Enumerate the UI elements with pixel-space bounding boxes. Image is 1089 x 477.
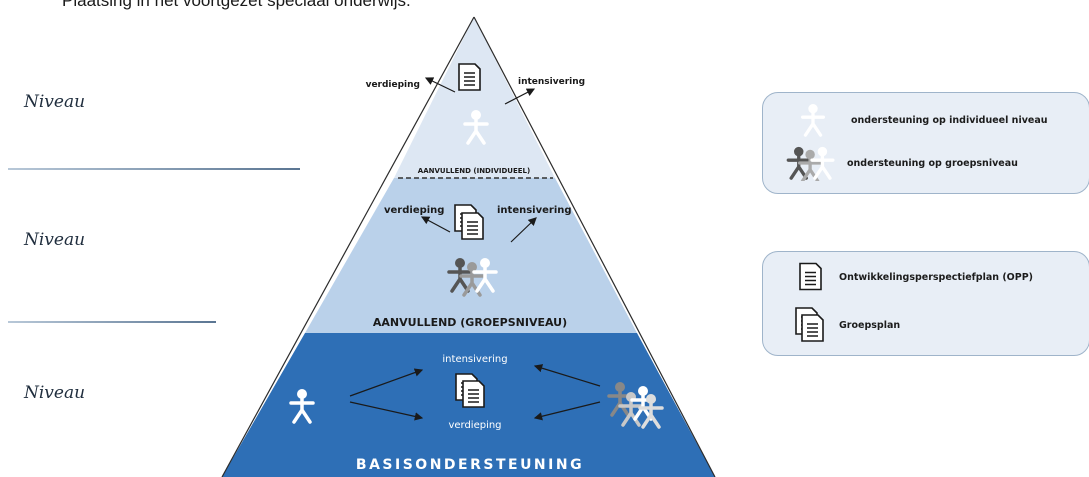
legend-label-individual: ondersteuning op individueel niveau	[851, 114, 1048, 126]
legend-label-groepsplan: Groepsplan	[839, 319, 901, 331]
middle-left-arrow-label: verdieping	[384, 205, 444, 216]
top-document-icon	[458, 63, 481, 91]
level-label-3: Niveau	[24, 383, 86, 403]
legend-support-types: ondersteuning op individueel niveau onde…	[762, 92, 1089, 194]
legend-label-group: ondersteuning op groepsniveau	[847, 157, 1018, 169]
legend-item-groepsplan: Groepsplan	[795, 307, 900, 343]
figure-caption: Plaatsing in het voortgezet speciaal ond…	[62, 0, 411, 10]
bottom-tier-title: BASISONDERSTEUNING	[356, 457, 584, 473]
middle-right-arrow-label: intensivering	[497, 205, 572, 216]
top-left-arrow-label: verdieping	[366, 80, 420, 90]
legend-item-individual: ondersteuning op individueel niveau	[801, 103, 1048, 137]
document-icon	[799, 262, 822, 291]
documents-icon	[795, 307, 824, 342]
bottom-bottom-label: verdieping	[448, 420, 501, 431]
level-label-1: Niveau	[24, 92, 86, 112]
middle-tier	[305, 178, 637, 333]
top-tier	[394, 17, 555, 178]
top-right-arrow-label: intensivering	[518, 77, 585, 87]
level-label-2: Niveau	[24, 230, 86, 250]
level-divider-1	[8, 168, 300, 170]
person-icon	[801, 103, 825, 137]
middle-tier-title: AANVULLEND (GROEPSNIVEAU)	[373, 316, 567, 329]
legend-item-opp: Ontwikkelingsperspectiefplan (OPP)	[799, 262, 1033, 292]
bottom-top-label: intensivering	[442, 354, 507, 365]
legend-document-types: Ontwikkelingsperspectiefplan (OPP) Groep…	[762, 251, 1089, 356]
legend-item-group: ondersteuning op groepsniveau	[785, 145, 1018, 181]
top-tier-title: AANVULLEND (INDIVIDUEEL)	[418, 167, 530, 175]
level-divider-2	[8, 321, 216, 323]
legend-label-opp: Ontwikkelingsperspectiefplan (OPP)	[839, 271, 1034, 283]
group-icon	[786, 145, 835, 181]
